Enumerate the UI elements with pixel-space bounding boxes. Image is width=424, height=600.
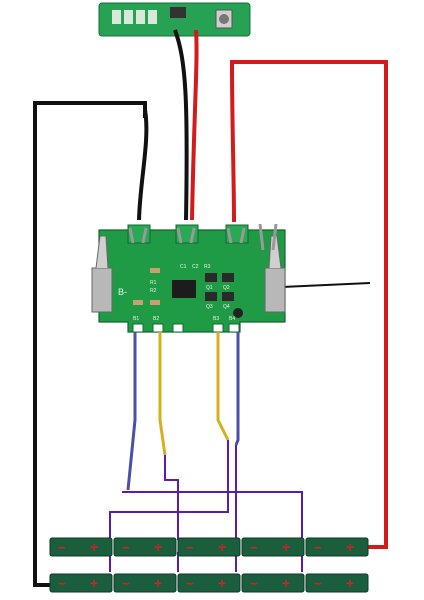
cell-positive-sign: + [282, 539, 290, 555]
cell-positive-sign: + [90, 539, 98, 555]
connector-label-1: B1 [133, 316, 139, 322]
cell-positive-sign: + [154, 539, 162, 555]
led-indicator-board [98, 2, 251, 37]
side-label-5: R3 [204, 264, 211, 270]
battery-cell: −+ [177, 537, 241, 557]
cell-negative-sign: − [250, 576, 258, 591]
battery-cell: −+ [305, 573, 369, 593]
mosfet-chip-1 [205, 273, 217, 282]
black-wire-to-board [137, 109, 149, 221]
cell-negative-sign: − [186, 576, 194, 591]
battery-cell: −+ [177, 573, 241, 593]
connector-label-4: B4 [229, 316, 235, 322]
cell-negative-sign: − [122, 576, 130, 591]
chip-label-4: Q4 [223, 304, 230, 310]
mosfet-chip-2 [222, 273, 234, 282]
cell-positive-sign: + [218, 575, 226, 591]
cell-negative-sign: − [314, 576, 322, 591]
balance-wire-yellow-right [216, 332, 230, 441]
cell-positive-sign: + [218, 539, 226, 555]
balance-wire-yellow-left [158, 332, 167, 456]
battery-cell: −+ [241, 573, 305, 593]
chip-label-1: Q1 [206, 285, 213, 291]
battery-cell: −+ [49, 537, 113, 557]
bms-main-board: B- R1 R2 C1 C2 R3 Q1 Q2 Q3 Q4 B1 B2 B3 B… [91, 223, 286, 333]
thermistor-wire [281, 282, 371, 288]
balance-wire-blue-left [126, 332, 137, 491]
pack-terminal-label: B- [118, 287, 127, 297]
led-board-chip [170, 7, 186, 18]
mosfet-chip-4 [222, 292, 234, 301]
purple-balance-routing [109, 440, 303, 572]
push-button [233, 308, 243, 318]
balance-connector-pads [132, 323, 240, 333]
battery-cell: −+ [241, 537, 305, 557]
cell-negative-sign: − [186, 540, 194, 555]
contact-prongs [128, 223, 278, 251]
cell-positive-sign: + [282, 575, 290, 591]
battery-cell: −+ [305, 537, 369, 557]
red-wire-to-board [230, 63, 236, 223]
battery-cell: −+ [49, 573, 113, 593]
cell-positive-sign: + [346, 539, 354, 555]
contact-right-terminal [264, 235, 286, 313]
connector-label-3: B3 [213, 316, 219, 322]
side-label-3: C1 [180, 264, 187, 270]
contact-left-terminal [91, 235, 113, 313]
led-pad-row [112, 10, 157, 24]
battery-cell-pack: −+−+−+−+−+−+−+−+−+−+ [49, 537, 369, 593]
cell-negative-sign: − [58, 576, 66, 591]
black-pack-negative-wire [33, 101, 147, 587]
cell-negative-sign: − [314, 540, 322, 555]
cell-negative-sign: − [250, 540, 258, 555]
balance-wire-blue-right [234, 332, 240, 446]
black-wire-led-board [173, 29, 189, 221]
chip-label-2: Q2 [223, 285, 230, 291]
cell-positive-sign: + [154, 575, 162, 591]
cell-negative-sign: − [122, 540, 130, 555]
mosfet-chip-3 [205, 292, 217, 301]
side-label-2: R2 [150, 288, 157, 294]
bms-ic-chip [172, 280, 196, 298]
cell-positive-sign: + [346, 575, 354, 591]
cell-negative-sign: − [58, 540, 66, 555]
cell-positive-sign: + [90, 575, 98, 591]
connector-label-2: B2 [153, 316, 159, 322]
side-label-1: R1 [150, 280, 157, 286]
battery-cell: −+ [113, 537, 177, 557]
red-wire-led-board [190, 29, 199, 221]
chip-label-3: Q3 [206, 304, 213, 310]
battery-cell: −+ [113, 573, 177, 593]
side-label-4: C2 [192, 264, 199, 270]
